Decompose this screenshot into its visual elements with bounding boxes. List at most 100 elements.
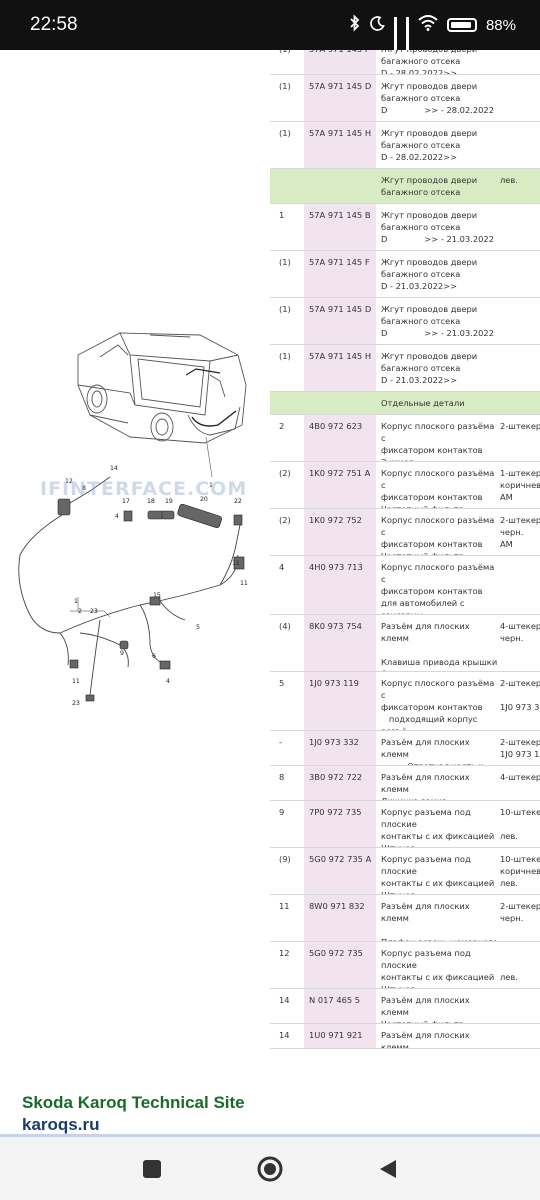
part-extra (498, 1024, 540, 1048)
square-icon (143, 1159, 161, 1178)
part-number: 1K0 972 751 A (304, 462, 376, 508)
part-number (304, 392, 376, 414)
signal-icon (393, 17, 397, 56)
table-section-header: Жгут проводов двери багажного отсека лев. (270, 169, 540, 204)
table-section-header: Отдельные детали (270, 392, 540, 415)
part-position (270, 169, 304, 203)
part-extra (498, 298, 540, 344)
part-number: 57A 971 145 F (304, 251, 376, 297)
svg-text:11: 11 (240, 580, 248, 587)
part-position: (9) (279, 854, 291, 864)
svg-text:6: 6 (152, 653, 156, 660)
svg-text:2: 2 (78, 608, 82, 615)
svg-text:19: 19 (165, 498, 173, 505)
part-position: 1 (279, 210, 285, 220)
part-position: (2) (279, 468, 291, 478)
part-number (304, 169, 376, 203)
part-number: 1K0 972 752 (304, 509, 376, 555)
svg-text:1: 1 (74, 598, 78, 605)
battery-percent: 88% (485, 16, 516, 34)
part-position: 14 (279, 1030, 290, 1040)
part-position: (1) (279, 304, 291, 314)
part-name: Жгут проводов двери багажного отсека (381, 175, 478, 197)
svg-text:20: 20 (200, 496, 208, 503)
watermark: IFINTERFACE.COM (40, 478, 248, 500)
site-footer: Skoda Karoq Technical Site karoqs.ru (22, 1093, 245, 1135)
part-position: (1) (279, 128, 291, 138)
recents-button[interactable] (112, 1137, 192, 1200)
part-number: 57A 971 145 D (304, 298, 376, 344)
part-name: Корпус разъема под плоские контакты с их… (381, 807, 495, 847)
site-title: Skoda Karoq Technical Site (22, 1093, 245, 1112)
svg-text:11: 11 (72, 678, 80, 685)
svg-text:11: 11 (232, 560, 240, 567)
part-name: Отдельные детали (381, 398, 465, 408)
part-position (270, 392, 304, 414)
part-number: 57A 971 145 D (304, 75, 376, 121)
part-extra: 10-штекер коричнев лев. (500, 854, 540, 888)
home-button[interactable] (230, 1137, 310, 1200)
svg-text:18: 18 (147, 498, 155, 505)
document-viewer[interactable]: 1 (0, 50, 540, 1090)
part-name: Корпус плоского разъёма с фиксатором кон… (381, 678, 495, 730)
part-extra (498, 204, 540, 250)
part-number: 3B0 972 722 (304, 766, 376, 800)
signal-icon-2 (405, 17, 409, 56)
svg-text:17: 17 (122, 498, 130, 505)
part-extra: 2-штекерн (500, 421, 540, 431)
part-position: - (279, 737, 282, 747)
part-number: 8K0 973 754 (304, 615, 376, 671)
svg-text:8: 8 (82, 485, 86, 492)
part-number: 5G0 972 735 (304, 942, 376, 988)
part-extra: 4-штекерн черн. (500, 621, 540, 643)
part-number: 57A 971 145 F (304, 50, 376, 74)
part-name: Жгут проводов двери багажного отсека D >… (381, 304, 494, 338)
part-extra: 2-штекерн 1J0 973 33 (500, 678, 540, 712)
part-name: Разъём для плоских клемм Ответная часть … (381, 737, 484, 765)
part-number: 57A 971 145 B (304, 204, 376, 250)
part-extra: 10-штекер лев. (500, 807, 540, 841)
part-extra: 1-штекерн коричнев AM (500, 468, 540, 502)
triangle-back-icon (380, 1159, 396, 1178)
site-url[interactable]: karoqs.ru (22, 1115, 100, 1134)
status-icons: 88% (349, 14, 516, 56)
back-button[interactable] (348, 1137, 428, 1200)
part-name: Корпус разъема под плоские контакты с их… (381, 854, 495, 894)
part-position: (1) (279, 81, 291, 91)
part-position: (1) (270, 50, 304, 74)
part-number: 57A 971 145 H (304, 122, 376, 168)
part-number: 1J0 973 332 (304, 731, 376, 765)
part-extra (498, 122, 540, 168)
footer-divider (0, 1134, 540, 1137)
svg-text:4: 4 (166, 678, 170, 685)
part-extra: лев. (500, 175, 518, 185)
part-name: Жгут проводов двери багажного отсека D >… (381, 210, 494, 244)
part-position: 11 (279, 901, 290, 911)
part-name: Корпус разъема под плоские контакты с их… (381, 948, 495, 988)
bluetooth-icon (349, 14, 361, 36)
part-position: 2 (279, 421, 285, 431)
part-position: 4 (279, 562, 285, 572)
part-extra (498, 989, 540, 1023)
part-name: Разъём для плоских клемм Клавиша привода… (381, 621, 498, 671)
status-time: 22:58 (30, 14, 78, 35)
part-name: Корпус плоского разъёма с фиксатором кон… (381, 515, 495, 555)
part-number: 4B0 972 623 (304, 415, 376, 461)
svg-text:1: 1 (209, 482, 213, 489)
part-extra (498, 251, 540, 297)
